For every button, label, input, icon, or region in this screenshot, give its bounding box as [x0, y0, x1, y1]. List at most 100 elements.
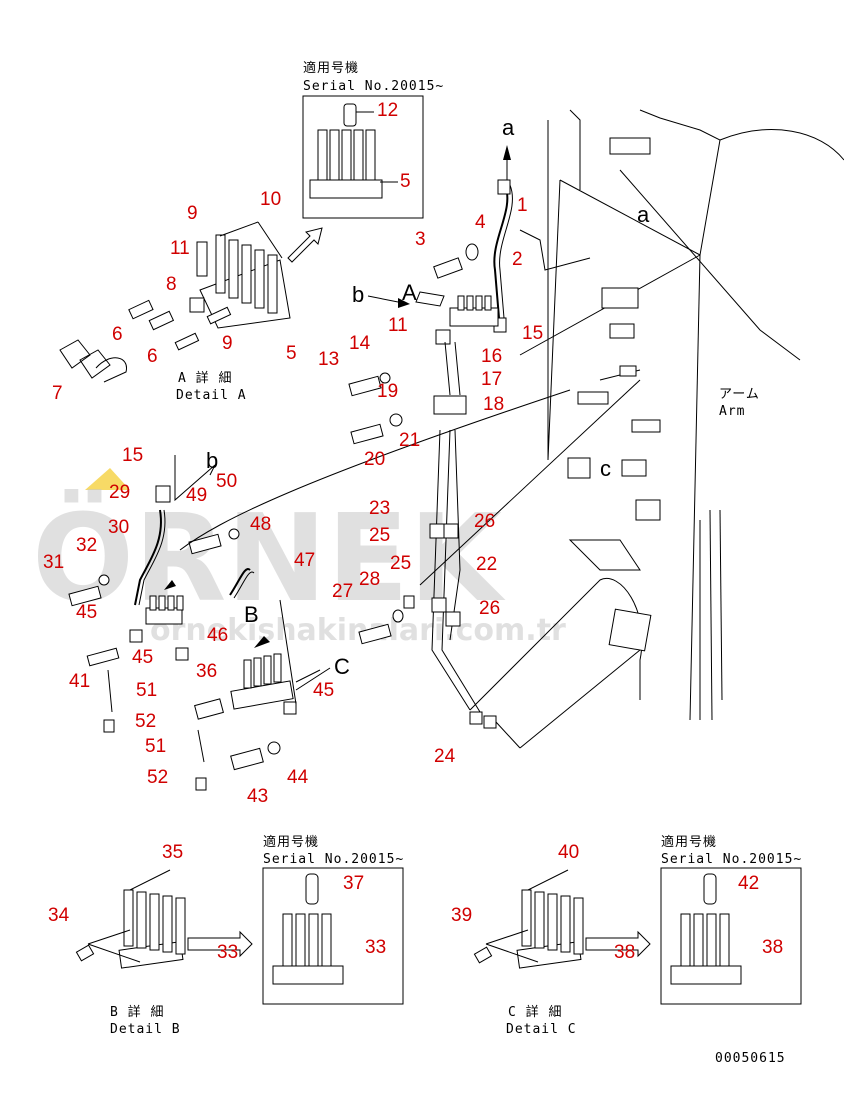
callout-45-b: 45 — [132, 647, 153, 668]
serial-c-text: Serial No.20015~ — [661, 852, 802, 867]
bolt-31 — [68, 585, 102, 607]
serial-box-c — [660, 867, 802, 1005]
callout-6-b: 6 — [147, 346, 158, 367]
bolt-3 — [433, 257, 463, 279]
callouts: 1 2 3 4 5 5 6 6 7 8 9 9 10 11 11 12 13 1… — [43, 100, 783, 963]
callout-38-a: 38 — [614, 942, 635, 963]
ref-letter-B: B — [244, 602, 259, 627]
callout-26-b: 26 — [479, 598, 500, 619]
callout-38-b: 38 — [762, 937, 783, 958]
detail-b-jp: B 詳 細 — [110, 1004, 164, 1020]
callout-10: 10 — [260, 189, 281, 210]
detail-c-bottom — [473, 867, 802, 1005]
callout-51-b: 51 — [145, 736, 166, 757]
plate-c — [608, 608, 652, 652]
callout-47: 47 — [294, 550, 315, 571]
detail-a-en: Detail A — [176, 388, 247, 403]
callout-48: 48 — [250, 514, 271, 535]
callout-30: 30 — [108, 517, 129, 538]
ref-letter-b-left: b — [206, 448, 218, 473]
callout-44: 44 — [287, 767, 309, 788]
callout-21: 21 — [399, 430, 420, 451]
serial-header: 適用号機 — [303, 60, 359, 76]
callout-25-b: 25 — [390, 553, 411, 574]
callout-19: 19 — [377, 381, 398, 402]
callout-51-a: 51 — [136, 680, 157, 701]
fitting-15 — [155, 485, 171, 503]
arm-label-jp: アーム — [719, 387, 760, 402]
watermark-accent — [85, 468, 130, 490]
main-hose-assembly — [348, 145, 641, 749]
callout-11-b: 11 — [388, 315, 408, 336]
callout-33-b: 33 — [365, 937, 386, 958]
top-block — [609, 137, 651, 155]
injector-bank — [317, 129, 376, 181]
callout-14: 14 — [349, 333, 371, 354]
callout-15-a: 15 — [522, 323, 543, 344]
callout-9-b: 9 — [222, 333, 233, 354]
callout-49: 49 — [186, 485, 207, 506]
ref-letter-c-arm: c — [600, 456, 611, 481]
callout-39: 39 — [451, 905, 472, 926]
serial-c-header: 適用号機 — [661, 834, 717, 850]
callout-33-a: 33 — [217, 942, 238, 963]
callout-36: 36 — [196, 661, 217, 682]
ref-letter-C: C — [334, 654, 350, 679]
ref-letter-b-main: b — [352, 282, 364, 307]
serial-box-b — [262, 867, 404, 1005]
callout-6-a: 6 — [112, 324, 123, 345]
bolt-49 — [188, 533, 222, 555]
bolt-20 — [350, 423, 384, 445]
bolt-27 — [358, 623, 392, 645]
watermark-brand: ÖRNEK — [32, 489, 506, 629]
callout-42: 42 — [738, 873, 759, 894]
callout-9-a: 9 — [187, 203, 198, 224]
callout-12: 12 — [377, 100, 398, 121]
detail-a-drawing — [59, 221, 291, 383]
bolt-9 — [196, 241, 208, 277]
ref-letter-a-arm: a — [637, 202, 650, 227]
cap-12 — [343, 103, 357, 127]
clamp-18 — [433, 395, 467, 415]
callout-1: 1 — [517, 195, 528, 216]
arm-label-en: Arm — [719, 404, 745, 419]
callout-45-a: 45 — [76, 602, 97, 623]
serial-note-top: 適用号機 Serial No.20015~ — [302, 60, 443, 219]
callout-3: 3 — [415, 229, 426, 250]
callout-45-c: 45 — [313, 680, 334, 701]
serial-b-header: 適用号機 — [263, 834, 319, 850]
manifold-block — [309, 179, 383, 199]
detail-c-en: Detail C — [506, 1022, 577, 1037]
serial-box — [302, 95, 424, 219]
callout-46: 46 — [207, 625, 228, 646]
callout-35: 35 — [162, 842, 183, 863]
detail-b-en: Detail B — [110, 1022, 181, 1037]
bolt-13 — [348, 375, 382, 397]
callout-31: 31 — [43, 552, 64, 573]
callout-16: 16 — [481, 346, 502, 367]
callout-13: 13 — [318, 349, 339, 370]
fitting-a — [497, 179, 511, 195]
watermark-site: ornekishakinalari.com.tr — [150, 613, 566, 648]
callout-18: 18 — [483, 394, 504, 415]
arm-outline — [419, 109, 844, 721]
callout-5-a: 5 — [286, 343, 297, 364]
callout-20: 20 — [364, 449, 385, 470]
arrow-c — [585, 930, 651, 958]
callout-32: 32 — [76, 535, 97, 556]
detail-b-bottom — [75, 867, 404, 1005]
callout-40: 40 — [558, 842, 579, 863]
callout-50: 50 — [216, 471, 237, 492]
callout-41: 41 — [69, 671, 90, 692]
watermark: ÖRNEK ornekishakinalari.com.tr — [32, 468, 566, 648]
detail-a-jp: A 詳 細 — [178, 370, 232, 386]
callout-28: 28 — [359, 569, 380, 590]
callout-27: 27 — [332, 581, 353, 602]
cap-42 — [703, 873, 717, 905]
callout-29: 29 — [109, 482, 130, 503]
callout-52-a: 52 — [135, 711, 156, 732]
junction-block — [449, 307, 499, 327]
serial-b-text: Serial No.20015~ — [263, 852, 404, 867]
callout-52-b: 52 — [147, 767, 168, 788]
callout-17: 17 — [481, 369, 502, 390]
